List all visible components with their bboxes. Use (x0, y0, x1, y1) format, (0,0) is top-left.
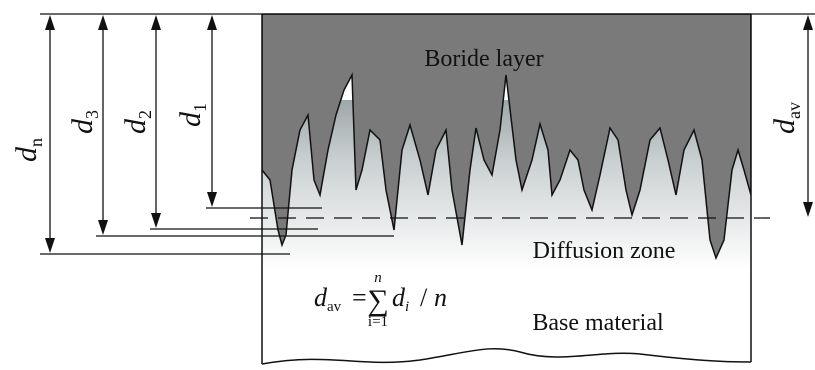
formula-rhs-main: d (392, 283, 406, 312)
d1-sub: 1 (190, 103, 210, 112)
dimension-dav: dav (768, 15, 813, 217)
diffusion-zone-label: Diffusion zone (533, 238, 676, 264)
break-line (261, 347, 752, 365)
d2-main: d (119, 118, 152, 134)
svg-text:dav: dav (314, 283, 342, 315)
dimension-dn: dn (10, 15, 290, 255)
d1-main: d (174, 111, 207, 127)
dn-sub: n (26, 138, 46, 147)
dav-sub: av (784, 102, 804, 119)
formula-equals: = (352, 283, 367, 312)
average-depth-formula: dav = n ∑ i=1 di / n (314, 270, 447, 330)
dav-main: d (768, 118, 801, 134)
dimension-d3: d3 (66, 15, 394, 237)
dn-main: d (10, 146, 43, 162)
svg-text:d2: d2 (119, 110, 155, 134)
dimension-d1: d1 (174, 15, 322, 209)
svg-text:dav: dav (768, 102, 804, 134)
formula-lhs-sub: av (327, 299, 342, 315)
base-material-label: Base material (532, 310, 664, 336)
formula-sum-upper: n (374, 270, 382, 286)
boride-layer-region (262, 14, 751, 261)
formula-sum-symbol: ∑ (367, 284, 388, 317)
boride-layer-label: Boride layer (424, 46, 543, 72)
svg-text:dn: dn (10, 138, 46, 162)
svg-text:d3: d3 (66, 110, 102, 134)
d3-main: d (66, 118, 99, 134)
formula-sum-lower: i=1 (368, 314, 388, 330)
specimen (262, 14, 751, 270)
formula-denominator: n (434, 283, 447, 312)
formula-lhs-main: d (314, 283, 328, 312)
svg-text:di: di (392, 283, 409, 315)
d3-sub: 3 (82, 110, 102, 119)
dimension-d2: d2 (119, 15, 318, 230)
d2-sub: 2 (135, 110, 155, 119)
svg-text:d1: d1 (174, 103, 210, 127)
formula-rhs-sub: i (405, 299, 409, 315)
formula-divide: / (420, 283, 428, 312)
